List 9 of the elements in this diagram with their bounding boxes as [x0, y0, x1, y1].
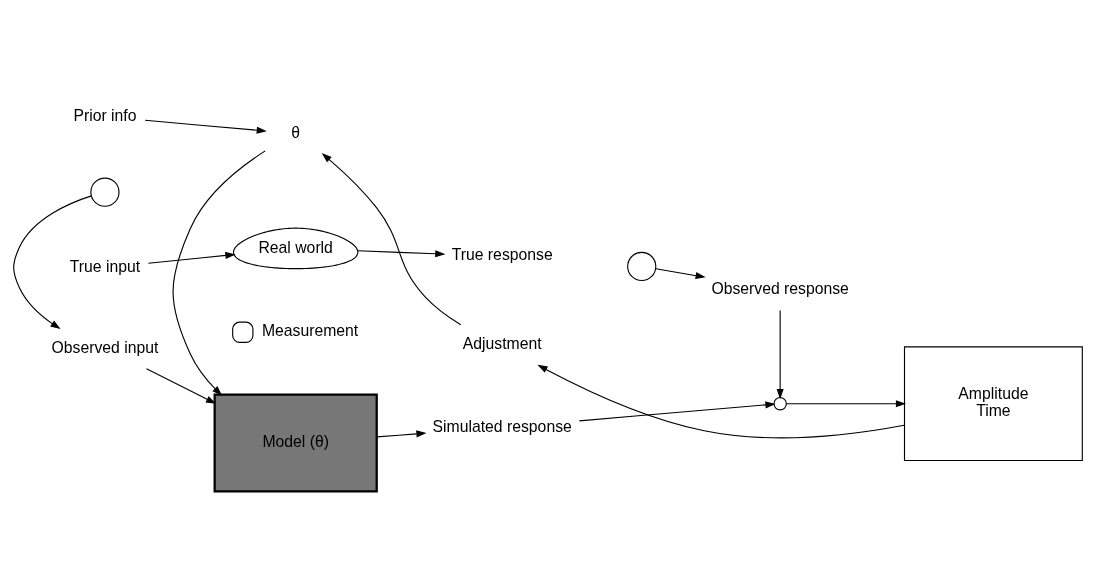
node-text: Observed input — [51, 338, 159, 356]
node-text: Adjustment — [462, 334, 542, 352]
node-text: True input — [69, 257, 141, 275]
node-text: True response — [451, 245, 553, 263]
node-text: Simulated response — [432, 417, 572, 435]
node-text: θ — [291, 123, 301, 141]
node-text: Prior info — [73, 106, 137, 124]
legend-label: Measurement — [261, 321, 359, 339]
node-text: Observed response — [711, 279, 849, 297]
